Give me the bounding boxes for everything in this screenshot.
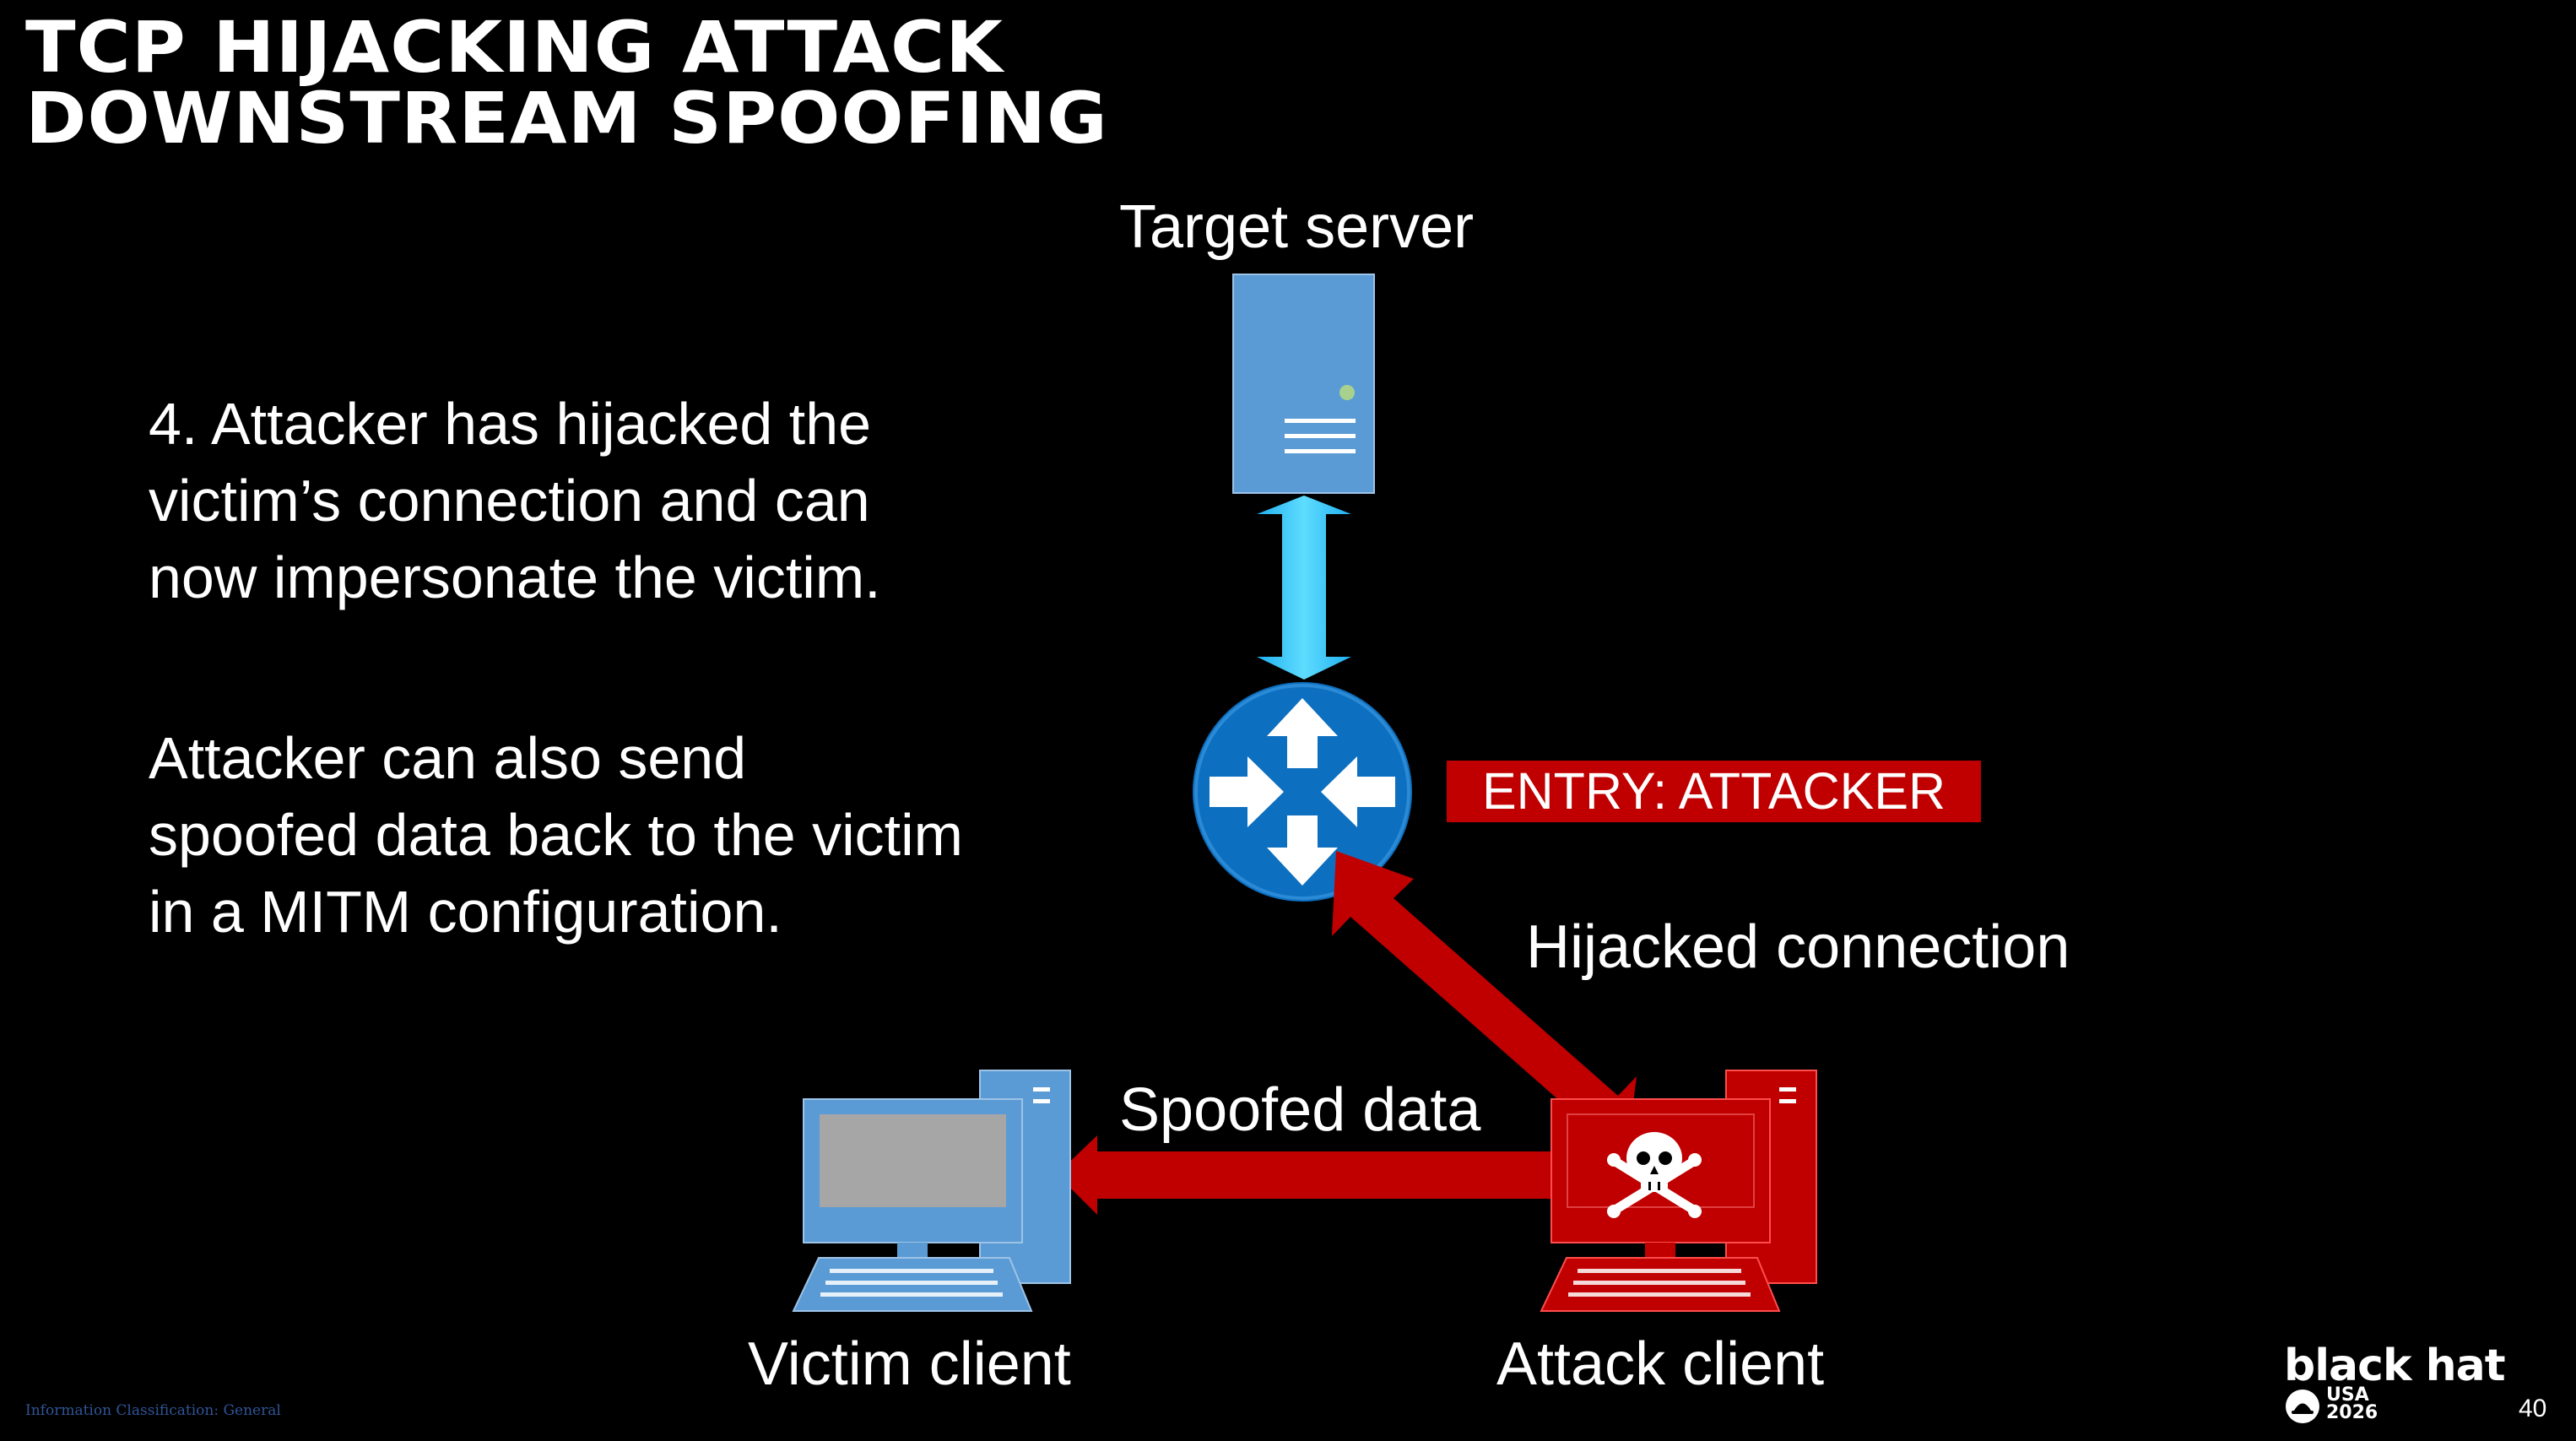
logo-brand-text: black hat <box>2284 1341 2506 1391</box>
classification-label: Information Classification: General <box>25 1402 281 1419</box>
target-server-icon <box>1232 274 1375 494</box>
logo-region-text: USA <box>2326 1384 2369 1406</box>
logo-year-text: 2026 <box>2326 1402 2378 1423</box>
attack-client-label: Attack client <box>1496 1330 1825 1398</box>
target-server-label: Target server <box>1119 193 1475 261</box>
hijacked-connection-label: Hijacked connection <box>1526 913 2070 981</box>
slide-title: TCP HIJACKING ATTACK DOWNSTREAM SPOOFING <box>25 12 1108 154</box>
spoofing-description: Attacker can also send spoofed data back… <box>149 725 963 945</box>
router-icon <box>1193 682 1412 902</box>
skull-crossbones-icon <box>1607 1132 1702 1218</box>
spoofed-data-label: Spoofed data <box>1119 1076 1481 1144</box>
attack-client-icon <box>1540 1070 1817 1312</box>
spoofed-data-arrow <box>1057 1135 1563 1215</box>
slide-title-line-2: DOWNSTREAM SPOOFING <box>25 77 1108 160</box>
server-router-link-arrow <box>1257 496 1351 680</box>
black-hat-logo: black hat USA 2026 <box>2284 1342 2554 1427</box>
victim-client-label: Victim client <box>748 1330 1071 1398</box>
slide-title-line-1: TCP HIJACKING ATTACK <box>25 6 1004 89</box>
step-description: 4. Attacker has hijacked the victim’s co… <box>149 391 881 610</box>
entry-attacker-badge: ENTRY: ATTACKER <box>1447 761 1981 822</box>
page-number: 40 <box>2519 1395 2547 1422</box>
hat-icon <box>2286 1390 2319 1423</box>
hijacked-connection-arrow <box>1332 851 1637 1150</box>
victim-client-icon <box>792 1070 1071 1312</box>
